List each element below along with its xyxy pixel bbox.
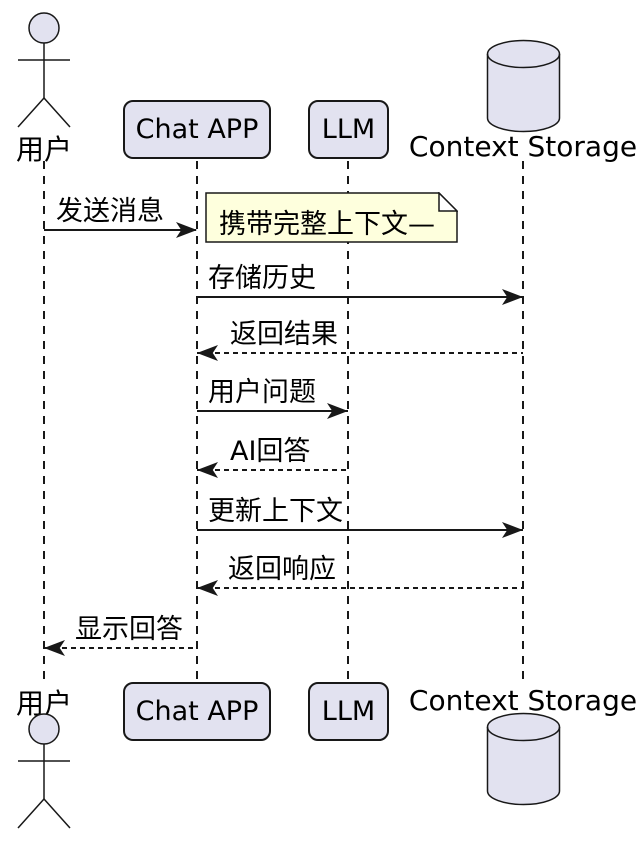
database-icon bbox=[486, 712, 561, 806]
note: 携带完整上下文— bbox=[205, 192, 458, 243]
database-icon bbox=[486, 39, 561, 133]
message-label: 返回结果 bbox=[230, 319, 338, 350]
participant-llm-bottom: LLM bbox=[308, 682, 389, 741]
message-arrow-line bbox=[197, 469, 348, 471]
lifeline-context-storage bbox=[522, 161, 524, 681]
participant-context-storage-top: Context Storage bbox=[408, 130, 638, 163]
note-shape-icon bbox=[205, 192, 458, 243]
participant-llm-top: LLM bbox=[308, 100, 389, 159]
message-label: 存储历史 bbox=[208, 263, 316, 294]
message-arrow-line bbox=[197, 587, 523, 589]
actor-icon bbox=[17, 12, 71, 128]
message-label: 显示回答 bbox=[75, 614, 183, 645]
participant-chat-app-top: Chat APP bbox=[123, 100, 271, 159]
message-label: 发送消息 bbox=[56, 196, 164, 227]
message-arrow-line bbox=[197, 296, 523, 298]
lifeline-user bbox=[43, 161, 45, 681]
message-label: AI回答 bbox=[230, 436, 311, 467]
lifeline-chat-app bbox=[196, 161, 198, 681]
participant-chat-app-bottom: Chat APP bbox=[123, 682, 271, 741]
message-label: 用户问题 bbox=[208, 377, 316, 408]
message-arrow-line bbox=[197, 410, 348, 412]
message-arrow-line bbox=[197, 352, 523, 354]
message-arrow-line bbox=[44, 229, 196, 231]
lifeline-llm bbox=[347, 161, 349, 681]
message-label: 返回响应 bbox=[228, 554, 336, 585]
message-arrow-line bbox=[44, 647, 197, 649]
note-text: 携带完整上下文— bbox=[219, 209, 435, 240]
participant-user-top: 用户 bbox=[15, 133, 72, 166]
actor-icon bbox=[17, 713, 71, 829]
message-arrow-line bbox=[197, 529, 523, 531]
participant-context-storage-bottom: Context Storage bbox=[408, 684, 638, 717]
message-label: 更新上下文 bbox=[208, 496, 343, 527]
